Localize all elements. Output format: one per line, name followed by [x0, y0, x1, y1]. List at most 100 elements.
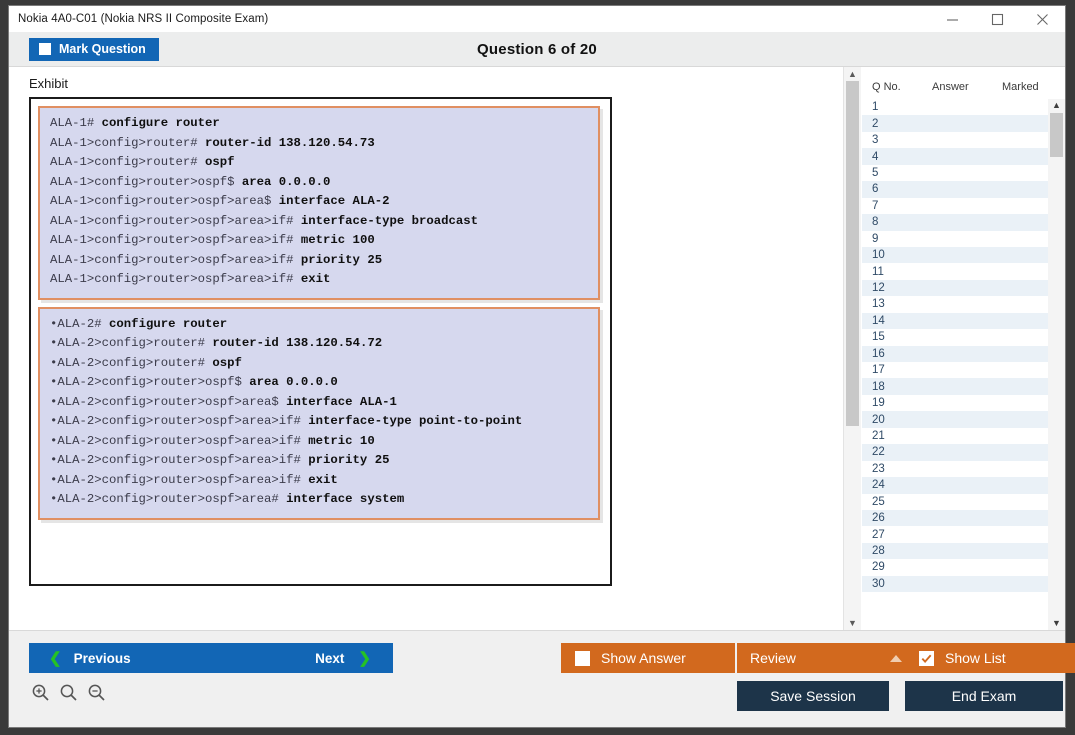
table-row[interactable]: 6	[862, 181, 1048, 198]
table-row[interactable]: 7	[862, 198, 1048, 214]
table-row[interactable]: 5	[862, 165, 1048, 181]
previous-button[interactable]: ❮ Previous	[29, 643, 217, 673]
cell-q-no: 13	[872, 298, 885, 311]
code-line: •ALA-2>config>router>ospf$ area 0.0.0.0	[50, 373, 588, 393]
mark-question-checkbox[interactable]	[39, 43, 51, 55]
cli-prompt: ALA-1>config>router>ospf>area>if#	[50, 233, 301, 247]
show-answer-checkbox[interactable]	[575, 650, 590, 666]
show-list-checkbox[interactable]	[919, 650, 934, 666]
table-row[interactable]: 4	[862, 148, 1048, 165]
cell-q-no: 30	[872, 577, 885, 590]
column-header-answer: Answer	[932, 81, 969, 93]
maximize-icon[interactable]	[975, 6, 1020, 32]
scroll-up-icon[interactable]: ▲	[848, 69, 857, 79]
scroll-down-icon[interactable]: ▼	[848, 618, 857, 628]
cli-command: interface ALA-2	[278, 194, 390, 208]
table-row[interactable]: 1	[862, 99, 1048, 115]
cli-prompt: •ALA-2>config>router#	[50, 355, 213, 370]
next-label: Next	[315, 650, 345, 666]
cell-q-no: 2	[872, 117, 879, 130]
cli-command: metric 100	[300, 233, 375, 247]
table-row[interactable]: 22	[862, 444, 1048, 461]
footer-toolbar: ❮ Previous Next ❯	[9, 630, 1075, 727]
list-scroll-up-icon[interactable]: ▲	[1052, 100, 1061, 110]
cli-prompt: ALA-1>config>router>ospf$	[50, 174, 242, 189]
code-line: ALA-1>config>router>ospf>area$ interface…	[50, 192, 588, 212]
page-title: Question 6 of 20	[477, 40, 597, 58]
review-label: Review	[750, 650, 796, 666]
save-session-button[interactable]: Save Session	[737, 681, 889, 711]
list-scroll-thumb[interactable]	[1050, 113, 1063, 157]
cell-q-no: 24	[872, 479, 885, 492]
cell-q-no: 9	[872, 232, 879, 245]
table-row[interactable]: 17	[862, 362, 1048, 378]
cell-q-no: 10	[872, 249, 885, 262]
cell-q-no: 25	[872, 495, 885, 508]
table-row[interactable]: 12	[862, 279, 1048, 297]
cli-command: area 0.0.0.0	[241, 174, 331, 189]
code-line: •ALA-2>config>router# router-id 138.120.…	[50, 334, 588, 354]
exam-window: Nokia 4A0-C01 (Nokia NRS II Composite Ex…	[8, 5, 1075, 728]
table-row[interactable]: 10	[862, 246, 1048, 264]
content-scroll-track[interactable]	[846, 81, 859, 616]
code-line: •ALA-2>config>router# ospf	[50, 354, 588, 374]
cell-q-no: 3	[872, 134, 879, 147]
end-exam-button[interactable]: End Exam	[905, 681, 1063, 711]
zoom-reset-icon[interactable]	[59, 683, 78, 702]
list-scroll-down-icon[interactable]: ▼	[1052, 618, 1061, 628]
question-list-scrollbar[interactable]: ▲ ▼	[1048, 99, 1065, 630]
table-row[interactable]: 27	[862, 526, 1048, 542]
table-row[interactable]: 29	[862, 559, 1048, 575]
code-line: ALA-1>config>router# ospf	[50, 153, 588, 173]
mark-question-button[interactable]: Mark Question	[29, 37, 159, 61]
show-answer-button[interactable]: Show Answer	[561, 643, 735, 673]
cell-q-no: 22	[872, 446, 885, 459]
zoom-out-icon[interactable]	[87, 683, 106, 702]
content-scrollbar[interactable]: ▲ ▼	[843, 67, 861, 630]
table-row[interactable]: 28	[862, 542, 1048, 560]
minimize-icon[interactable]	[930, 6, 975, 32]
table-row[interactable]: 3	[862, 132, 1048, 148]
table-row[interactable]: 25	[862, 494, 1048, 510]
table-row[interactable]: 30	[862, 575, 1048, 593]
table-row[interactable]: 23	[862, 461, 1048, 477]
next-button[interactable]: Next ❯	[203, 643, 393, 673]
table-row[interactable]: 14	[862, 312, 1048, 330]
cell-q-no: 18	[872, 380, 885, 393]
table-row[interactable]: 21	[862, 428, 1048, 444]
cell-q-no: 29	[872, 561, 885, 574]
table-row[interactable]: 2	[862, 115, 1048, 132]
close-icon[interactable]	[1020, 6, 1065, 32]
cell-q-no: 15	[872, 331, 885, 344]
table-row[interactable]: 26	[862, 509, 1048, 527]
cli-prompt: •ALA-2>config>router>ospf>area>if#	[50, 453, 309, 467]
cli-prompt: ALA-1>config>router>ospf>area>if#	[50, 252, 301, 267]
table-row[interactable]: 19	[862, 395, 1048, 411]
end-exam-label: End Exam	[951, 688, 1017, 704]
cli-command: configure router	[101, 116, 220, 130]
table-row[interactable]: 16	[862, 345, 1048, 362]
table-row[interactable]: 15	[862, 329, 1048, 345]
zoom-in-icon[interactable]	[31, 683, 50, 702]
table-row[interactable]: 13	[862, 296, 1048, 312]
code-line: •ALA-2>config>router>ospf>area>if# inter…	[50, 412, 588, 432]
chevron-up-icon	[890, 654, 902, 662]
table-row[interactable]: 20	[862, 411, 1048, 428]
table-row[interactable]: 9	[862, 231, 1048, 247]
cell-q-no: 5	[872, 166, 879, 179]
show-list-button[interactable]: Show List	[905, 643, 1075, 673]
table-row[interactable]: 18	[862, 378, 1048, 395]
cli-command: interface-type point-to-point	[308, 414, 523, 428]
table-row[interactable]: 11	[862, 263, 1048, 279]
table-row[interactable]: 24	[862, 477, 1048, 494]
content-scroll-thumb[interactable]	[846, 81, 859, 426]
save-session-label: Save Session	[770, 688, 856, 704]
code-line: •ALA-2>config>router>ospf>area>if# prior…	[50, 451, 588, 471]
code-line: •ALA-2# configure router	[50, 315, 588, 335]
code-line: •ALA-2>config>router>ospf>area>if# metri…	[50, 432, 588, 452]
review-dropdown[interactable]: Review	[737, 643, 916, 673]
table-row[interactable]: 8	[862, 214, 1048, 231]
